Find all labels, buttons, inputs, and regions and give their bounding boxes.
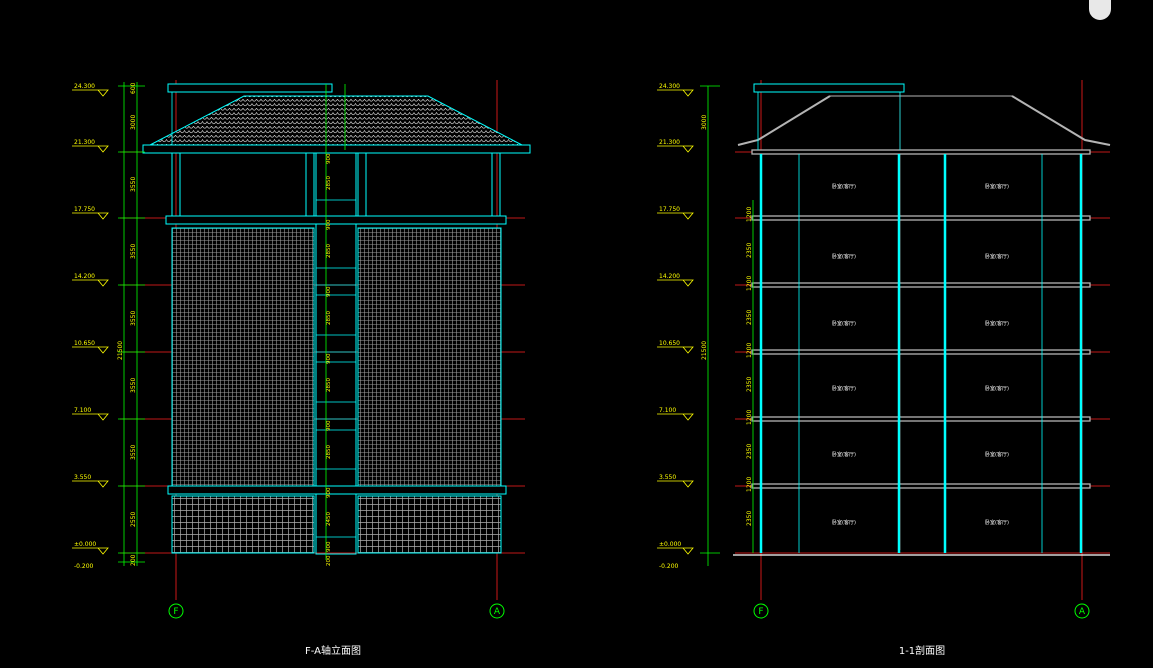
left-drawing-title: F-A轴立面图 xyxy=(305,644,361,657)
dim-text: 2350 xyxy=(746,511,753,526)
cursor-icon xyxy=(1089,0,1111,20)
dim-text: 3000 xyxy=(130,115,137,130)
dim-text: 1200 xyxy=(746,276,753,291)
axis-label: F xyxy=(173,607,178,617)
dim-text: 200 xyxy=(326,555,332,566)
elev-mark: -0.200 xyxy=(659,563,679,570)
room-label: 卧室(客厅) xyxy=(985,519,1009,526)
elev-mark: 14.200 xyxy=(659,273,680,280)
room-label: 卧室(客厅) xyxy=(985,183,1009,190)
dim-text: 900 xyxy=(326,541,332,552)
dim-text: 3550 xyxy=(130,244,137,259)
dim-text: 1200 xyxy=(746,343,753,358)
elev-mark: ±0.000 xyxy=(74,541,96,548)
stair-dim-chain: 900 2850 900 2850 900 2850 900 2850 900 … xyxy=(326,153,332,566)
room-label: 卧室(客厅) xyxy=(832,385,856,392)
dim-text: 3000 xyxy=(701,115,708,130)
axis-label: A xyxy=(1079,607,1086,617)
room-label: 卧室(客厅) xyxy=(832,519,856,526)
left-dim-chain: 600 3000 3550 3550 3550 3550 3550 2550 2… xyxy=(117,82,137,566)
dim-text: 2350 xyxy=(746,310,753,325)
elev-mark: ±0.000 xyxy=(659,541,681,548)
elev-mark: 10.650 xyxy=(659,340,680,347)
dim-text: 2850 xyxy=(326,176,332,190)
dim-text: 200 xyxy=(130,554,137,566)
dim-text: 2550 xyxy=(130,512,137,527)
dim-text: 3550 xyxy=(130,378,137,393)
dim-text: 2850 xyxy=(326,378,332,392)
left-elevation xyxy=(72,80,531,619)
elev-mark: 7.100 xyxy=(659,407,676,414)
elev-mark: 3.550 xyxy=(659,474,676,481)
dim-text: 2350 xyxy=(746,444,753,459)
right-elevation-marks: 24.300 21.300 17.750 14.200 10.650 7.100… xyxy=(659,83,681,570)
dim-text: 3550 xyxy=(130,177,137,192)
elev-mark: -0.200 xyxy=(74,563,94,570)
right-drawing-title: 1-1剖面图 xyxy=(899,644,945,657)
room-label: 卧室(客厅) xyxy=(832,320,856,327)
dim-text: 600 xyxy=(130,82,137,94)
elev-mark: 21.300 xyxy=(659,139,680,146)
dim-text: 2350 xyxy=(746,377,753,392)
left-elevation-marks: 24.300 21.300 17.750 14.200 10.650 7.100… xyxy=(74,83,96,570)
elev-mark: 14.200 xyxy=(74,273,95,280)
dim-text: 900 xyxy=(326,420,332,431)
axis-label: A xyxy=(494,607,501,617)
elev-mark: 3.550 xyxy=(74,474,91,481)
elev-mark: 24.300 xyxy=(659,83,680,90)
elev-mark: 17.750 xyxy=(74,206,95,213)
elev-mark: 21.300 xyxy=(74,139,95,146)
right-section xyxy=(657,80,1111,619)
room-label: 卧室(客厅) xyxy=(832,183,856,190)
dim-total: 21500 xyxy=(117,341,124,360)
elev-mark: 7.100 xyxy=(74,407,91,414)
dim-text: 2850 xyxy=(326,445,332,459)
room-label: 卧室(客厅) xyxy=(832,253,856,260)
dim-text: 2850 xyxy=(326,311,332,325)
dim-text: 1200 xyxy=(746,477,753,492)
dim-text: 900 xyxy=(326,487,332,498)
dim-text: 900 xyxy=(326,153,332,164)
elev-mark: 10.650 xyxy=(74,340,95,347)
room-label: 卧室(客厅) xyxy=(985,253,1009,260)
dim-total: 21500 xyxy=(701,341,708,360)
axis-label: F xyxy=(758,607,763,617)
dim-text: 3550 xyxy=(130,311,137,326)
elev-mark: 17.750 xyxy=(659,206,680,213)
dim-text: 3550 xyxy=(130,445,137,460)
axis-bubbles: F A F A xyxy=(173,607,1086,617)
dim-text: 900 xyxy=(326,219,332,230)
dim-text: 1200 xyxy=(746,207,753,222)
dim-text: 2350 xyxy=(746,243,753,258)
elev-mark: 24.300 xyxy=(74,83,95,90)
room-label: 卧室(客厅) xyxy=(985,385,1009,392)
dim-text: 900 xyxy=(326,353,332,364)
dim-text: 2850 xyxy=(326,244,332,258)
section-dim-chain: 3000 21500 1200 2350 1200 2350 1200 2350… xyxy=(701,115,753,526)
dim-text: 2450 xyxy=(326,512,332,526)
room-label: 卧室(客厅) xyxy=(985,451,1009,458)
dim-text: 1200 xyxy=(746,410,753,425)
room-label: 卧室(客厅) xyxy=(832,451,856,458)
dim-text: 900 xyxy=(326,286,332,297)
room-label: 卧室(客厅) xyxy=(985,320,1009,327)
room-labels: 卧室(客厅) 卧室(客厅) 卧室(客厅) 卧室(客厅) 卧室(客厅) 卧室(客厅… xyxy=(832,183,1009,526)
